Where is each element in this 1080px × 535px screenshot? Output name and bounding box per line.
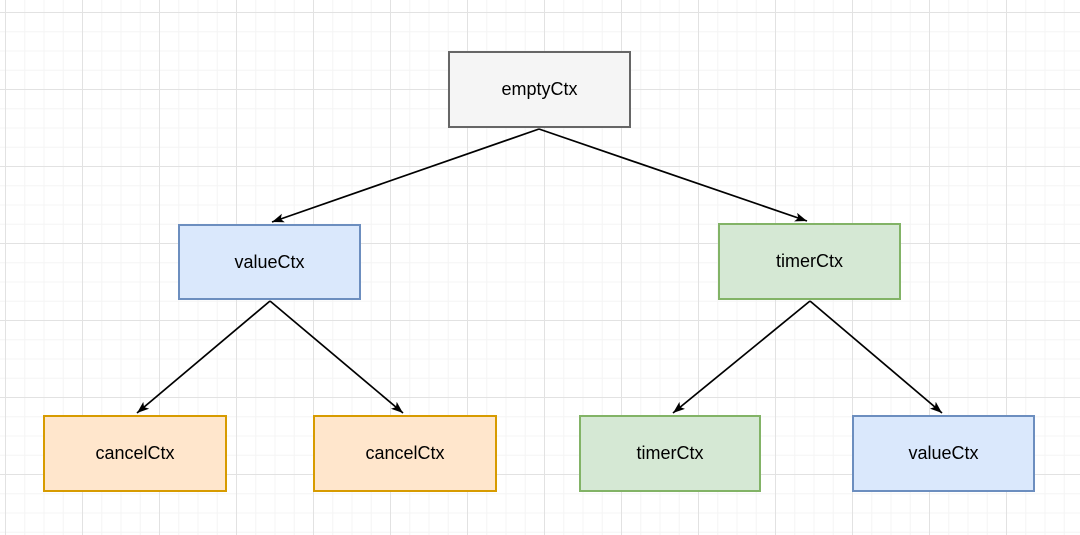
node-label: emptyCtx [501,79,578,99]
node-valuectx: valueCtx [178,224,361,300]
node-timerctx: timerCtx [718,223,901,300]
node-emptyctx: emptyCtx [448,51,631,128]
edge-timer-to-value-child [809,300,943,414]
node-timerctx-child: timerCtx [579,415,761,492]
edge-value-to-cancel-right [269,300,404,414]
node-label: timerCtx [776,251,843,271]
edge-root-to-value [271,128,540,223]
edge-value-to-cancel-left [136,300,271,414]
edge-timer-to-timer-child [672,300,811,414]
node-label: valueCtx [234,251,305,272]
node-label: valueCtx [908,443,979,463]
node-valuectx-child: valueCtx [852,415,1035,492]
node-cancelctx-right: cancelCtx [313,415,497,492]
node-label: cancelCtx [365,443,445,463]
node-cancelctx-left: cancelCtx [43,415,227,492]
node-label: timerCtx [636,443,704,463]
node-label: cancelCtx [95,443,175,463]
edge-root-to-timer [538,128,808,222]
